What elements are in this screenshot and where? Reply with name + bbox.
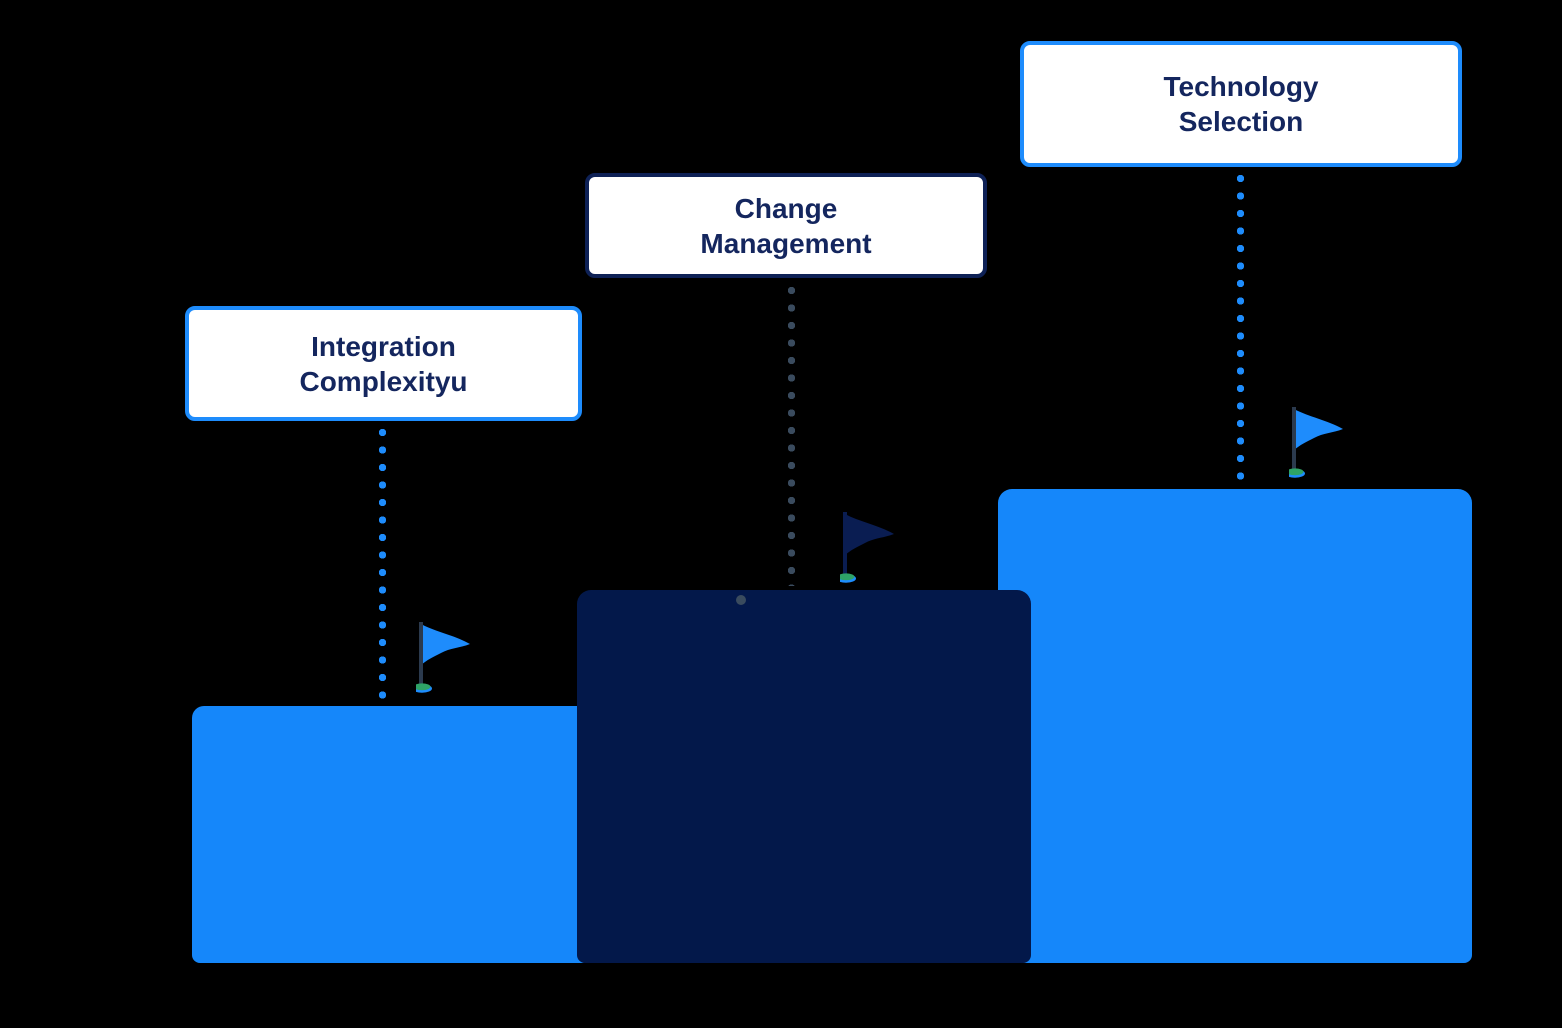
bar-technology-selection: [998, 489, 1472, 963]
decorative-dot: [736, 595, 746, 605]
callout-integration-complexity: Integration Complexityu: [185, 306, 582, 421]
callout-label-line: Technology: [1163, 71, 1319, 102]
bar-integration-complexity: [192, 706, 590, 963]
bar-change-management: [577, 590, 1031, 963]
callout-technology-selection: Technology Selection: [1020, 41, 1462, 167]
callout-label-line: Management: [700, 227, 872, 259]
pennant-flag-icon: [1289, 407, 1343, 478]
callout-label-line: Integration: [311, 330, 456, 362]
connector-technology-selection: [1236, 174, 1245, 480]
callout-change-management: Change Management: [585, 173, 987, 278]
callout-label-line: Complexityu: [299, 365, 468, 397]
pennant-flag-icon: [416, 622, 470, 693]
connector-change-management: [787, 286, 796, 586]
pennant-flag-icon: [840, 512, 894, 583]
callout-label-line: Change: [734, 192, 838, 224]
callout-label-line: Selection: [1178, 106, 1304, 137]
connector-integration-complexity: [378, 428, 387, 700]
